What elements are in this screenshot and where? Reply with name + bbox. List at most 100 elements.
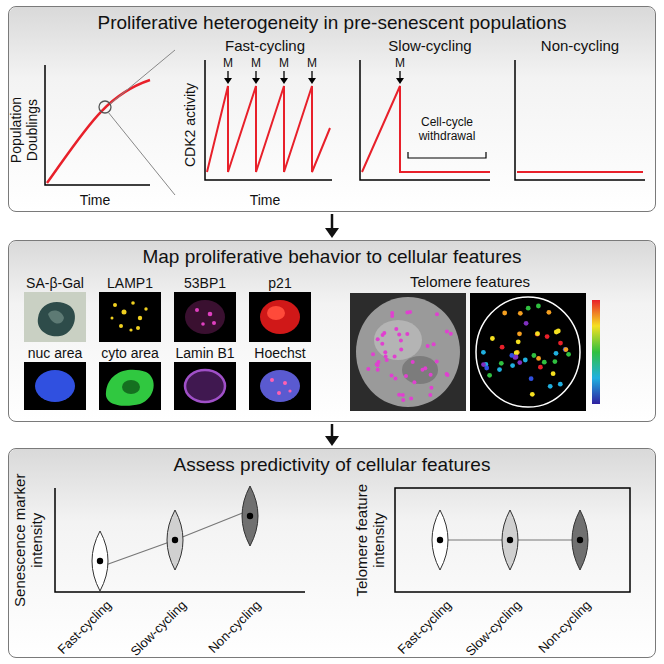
telomere-dot — [380, 342, 384, 346]
telomere-dot — [428, 393, 432, 397]
panel-title: Assess predictivity of cellular features — [9, 454, 655, 476]
telomere-dot — [518, 311, 523, 316]
telomere-dot — [529, 376, 534, 381]
telomere-dot — [394, 327, 398, 331]
telomere-dot — [404, 374, 408, 378]
telomere-dot — [530, 392, 535, 397]
telomere-dot — [564, 347, 569, 352]
telomere-dot — [377, 360, 381, 364]
telomere-dot — [509, 353, 514, 358]
text-label: cyto area — [101, 345, 159, 361]
telomere-dot — [376, 337, 380, 341]
telomere-dot — [502, 311, 507, 316]
telomere-dot — [399, 347, 403, 351]
telomere-dot — [435, 359, 439, 363]
telomere-dot — [524, 321, 529, 326]
telomere-dot — [514, 351, 519, 356]
telomere-dot — [551, 371, 556, 376]
telomere-dot — [446, 373, 450, 377]
telomere-dot — [554, 351, 559, 356]
text-label: Telomere features — [410, 273, 530, 290]
telomere-dot — [545, 334, 550, 339]
telomere-dot — [411, 360, 415, 364]
telomere-dot — [535, 332, 540, 337]
text-label: p21 — [268, 275, 291, 291]
text-label: Cell-cycle withdrawal — [397, 116, 497, 144]
panel-title: Map proliferative behavior to cellular f… — [9, 246, 655, 268]
flow-arrow — [325, 214, 339, 238]
telomere-dot — [523, 358, 528, 363]
telomere-dot — [548, 384, 553, 389]
telomere-dot — [535, 331, 540, 336]
violin-plots — [55, 486, 630, 592]
telomere-dot — [393, 355, 397, 359]
axis-label: Telomere feature intensity — [353, 480, 388, 600]
marker-images — [24, 292, 600, 411]
telomere-dot — [405, 332, 409, 336]
text-label: Time — [250, 192, 281, 208]
panel-title: Proliferative heterogeneity in pre-senes… — [9, 12, 655, 34]
telomere-dot — [421, 368, 425, 372]
telomere-dot — [397, 333, 401, 337]
telomere-dot — [390, 374, 394, 378]
flow-arrow — [325, 424, 339, 446]
telomere-dot — [484, 366, 489, 371]
telomere-dot — [401, 398, 405, 402]
telomere-dot — [412, 380, 416, 384]
telomere-dot — [435, 312, 439, 316]
text-label: LAMP1 — [107, 275, 153, 291]
telomere-dot — [538, 365, 543, 370]
telomere-dot — [397, 393, 401, 397]
telomere-dot — [449, 332, 453, 336]
telomere-dot — [487, 373, 492, 378]
telomere-dot — [497, 367, 502, 372]
telomere-dot — [517, 360, 522, 365]
telomere-dot — [432, 342, 436, 346]
telomere-dot — [384, 354, 388, 358]
telomere-dot — [399, 339, 403, 343]
telomere-dot — [553, 359, 558, 364]
telomere-dot — [499, 361, 504, 366]
telomere-dot — [401, 393, 405, 397]
text-label: Lamin B1 — [175, 345, 234, 361]
telomere-dot — [536, 304, 541, 309]
telomere-dot — [542, 360, 547, 365]
text-label: Fast-cycling — [225, 37, 305, 54]
telomere-dot — [371, 352, 375, 356]
text-label: Time — [80, 192, 111, 208]
telomere-dot — [481, 350, 486, 355]
growth-plot — [45, 50, 175, 195]
telomere-dot — [445, 330, 449, 334]
axis-label: Senescence marker intensity — [11, 470, 46, 610]
telomere-dot — [405, 310, 409, 314]
telomere-dot — [514, 355, 519, 360]
telomere-dot — [366, 367, 370, 371]
telomere-dot — [563, 347, 568, 352]
telomere-dot — [516, 339, 521, 344]
text-label: Non-cycling — [541, 37, 619, 54]
text-label: M — [307, 57, 317, 71]
telomere-dot — [490, 336, 495, 341]
telomere-dot — [510, 363, 515, 368]
telomere-dot — [556, 329, 561, 334]
text-label: SA-β-Gal — [26, 275, 84, 291]
telomere-dot — [429, 373, 433, 377]
telomere-dot — [536, 356, 541, 361]
axis-label: CDK2 activity — [182, 83, 198, 167]
telomere-dot — [500, 345, 505, 350]
telomere-dot — [426, 344, 430, 348]
telomere-dot — [532, 353, 537, 358]
telomere-dot — [394, 377, 398, 381]
panel-box: Proliferative heterogeneity in pre-senes… — [8, 6, 656, 212]
text-label: nuc area — [28, 345, 82, 361]
telomere-dot — [445, 372, 449, 376]
text-label: Slow-cycling — [388, 37, 471, 54]
axis-label: Population Doublings — [8, 85, 40, 175]
telomere-dot — [429, 386, 433, 390]
telomere-dot — [383, 350, 387, 354]
telomere-dot — [409, 396, 413, 400]
text-label: M — [223, 57, 233, 71]
